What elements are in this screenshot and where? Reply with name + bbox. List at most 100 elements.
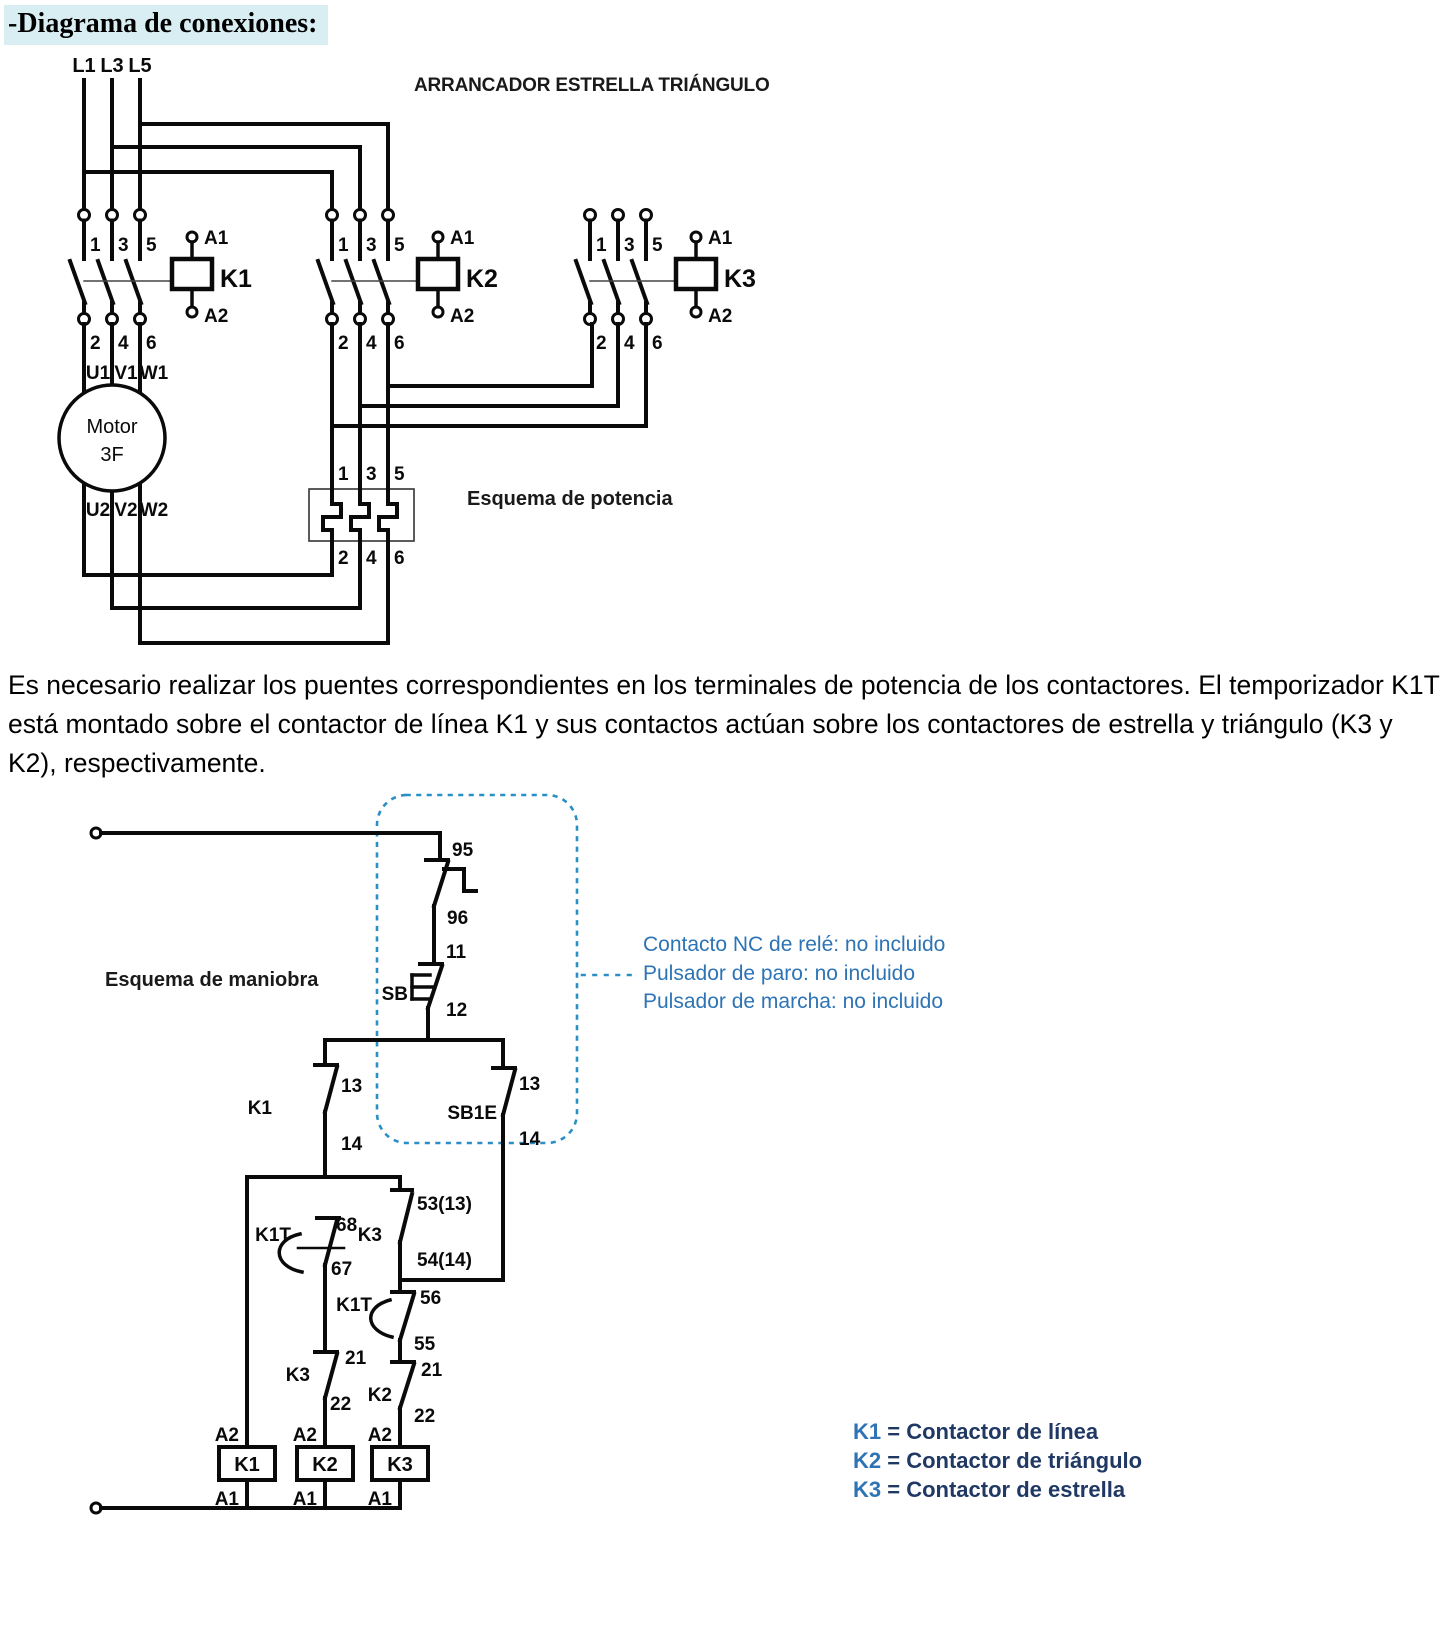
k2-nc-label: K2 — [368, 1385, 392, 1406]
k3-no-contact — [390, 1188, 505, 1282]
k3-terminal-label: 4 — [624, 333, 635, 354]
power-diagram: L1 L3 L5 1 3 5 2 4 6 A1 — [57, 55, 756, 645]
k2-terminal-label: 2 — [338, 333, 349, 354]
heater-element-icon — [321, 488, 343, 537]
legend-key: K1 — [853, 1419, 882, 1444]
coil-k1: A2 K1 A1 — [215, 1425, 277, 1510]
motor-terminal-label: V2 — [114, 500, 137, 521]
heater-element-icon — [377, 488, 399, 537]
control-diagram-caption: Esquema de maniobra — [105, 969, 319, 991]
k2-a1-label: A1 — [450, 228, 475, 249]
motor-terminal-label: U2 — [86, 500, 110, 521]
motor-terminal-label: V1 — [114, 363, 138, 384]
k1-terminal-label: 2 — [90, 333, 101, 354]
not-included-dashed-box — [375, 793, 579, 1145]
supply-label-l3: L3 — [100, 55, 123, 77]
k2-nc-terminal-label: 22 — [414, 1406, 435, 1427]
k3-no-label: K3 — [358, 1225, 382, 1246]
k3-no-terminal-label: 53(13) — [417, 1194, 472, 1215]
coil-k2-a2-label: A2 — [293, 1425, 317, 1446]
contactor-pole — [68, 207, 92, 327]
k3-terminal-label: 2 — [596, 333, 607, 354]
k2-terminal-label: 5 — [394, 235, 405, 256]
contactor-pole — [574, 207, 598, 327]
k1t-no-label: K1T — [336, 1295, 372, 1316]
k2-name-label: K2 — [466, 265, 498, 293]
contactor-pole — [124, 207, 148, 327]
k1-terminal-label: 3 — [118, 235, 129, 256]
power-diagram-heading: ARRANCADOR ESTRELLA TRIÁNGULO — [414, 75, 770, 96]
k2-nc-contact — [390, 1360, 417, 1449]
k1-no-label: K1 — [248, 1098, 273, 1119]
k3-a1-label: A1 — [708, 228, 733, 249]
contactor-k1: 1 3 5 2 4 6 A1 K1 A2 — [68, 207, 252, 354]
overload-terminal-label: 4 — [366, 548, 377, 569]
contactor-legend: K1 = Contactor de línea K2 = Contactor d… — [853, 1417, 1142, 1504]
k3-a2-label: A2 — [708, 306, 732, 327]
motor-terminal-label: W2 — [140, 500, 169, 521]
stop-button-terminal-label: 11 — [446, 942, 467, 963]
k1-terminal-label: 1 — [90, 235, 101, 256]
coil-k2: A2 K2 A1 — [293, 1425, 355, 1510]
k2-terminal-label: 3 — [366, 235, 377, 256]
start-button-contact — [491, 1066, 518, 1282]
overload-terminal-label: 2 — [338, 548, 349, 569]
contactor-pole — [602, 207, 626, 327]
contactor-pole — [372, 207, 396, 327]
annotation-line: Contacto NC de relé: no incluido — [643, 933, 946, 956]
k2-nc-terminal-label: 21 — [421, 1360, 443, 1381]
coil-k3-a2-label: A2 — [368, 1425, 392, 1446]
k2-terminal-label: 1 — [338, 235, 349, 256]
annotation-line: Pulsador de marcha: no incluido — [643, 990, 944, 1013]
k2-terminal-label: 4 — [366, 333, 377, 354]
k3-nc-label: K3 — [286, 1365, 310, 1386]
stop-button-terminal-label: 12 — [446, 1000, 467, 1021]
motor: Motor 3F — [57, 383, 167, 493]
k1-no-terminal-label: 13 — [341, 1076, 362, 1097]
legend-text: = Contactor de triángulo — [887, 1448, 1143, 1473]
k1t-no-terminal-label: 56 — [420, 1288, 441, 1309]
start-button-terminal-label: 14 — [519, 1129, 541, 1150]
overload-terminal-label: 1 — [338, 464, 349, 485]
k1-name-label: K1 — [220, 265, 252, 293]
k3-terminal-label: 3 — [624, 235, 635, 256]
annotation-line: Pulsador de paro: no incluido — [643, 961, 916, 985]
k1-no-contact — [313, 1063, 340, 1179]
k3-terminal-label: 1 — [596, 235, 607, 256]
k1-terminal-label: 5 — [146, 235, 157, 256]
legend-key: K2 — [853, 1448, 882, 1473]
contactor-pole — [96, 207, 120, 327]
relay-nc-contact — [424, 858, 478, 964]
k1-a2-label: A2 — [204, 306, 228, 327]
stop-button-label: SB — [382, 984, 408, 1005]
relay-nc-terminal-label: 95 — [452, 840, 474, 861]
k3-nc-contact — [313, 1350, 340, 1449]
supply-label-l1: L1 — [72, 55, 95, 77]
k3-nc-terminal-label: 22 — [330, 1394, 351, 1415]
heater-element-icon — [349, 488, 371, 537]
note-paragraph: Es necesario realizar los puentes corres… — [8, 670, 1440, 778]
k1-a1-label: A1 — [204, 228, 229, 249]
control-diagram: 95 96 11 SB 12 13 — [89, 793, 640, 1515]
contactor-k2: 1 3 5 2 4 6 A1 K2 A2 — [316, 207, 498, 354]
contactor-pole — [344, 207, 368, 327]
node-rail — [245, 1175, 402, 1449]
contactor-pole — [630, 207, 654, 327]
legend-text: = Contactor de estrella — [887, 1477, 1126, 1502]
legend-text: = Contactor de línea — [887, 1419, 1099, 1444]
legend-item: K2 = Contactor de triángulo — [853, 1446, 1142, 1475]
motor-terminal-label: W1 — [140, 363, 169, 384]
branch-tee — [323, 1038, 505, 1070]
k2-feed-wires — [82, 122, 390, 212]
k3-nc-terminal-label: 21 — [345, 1348, 367, 1369]
coil-k1-a2-label: A2 — [215, 1425, 239, 1446]
k3-name-label: K3 — [724, 265, 756, 293]
coil-k2-name: K2 — [312, 1454, 338, 1476]
k3-to-k2-jumpers — [330, 322, 648, 428]
control-top-rail — [99, 831, 442, 862]
contactor-pole — [316, 207, 340, 327]
k1-no-terminal-label: 14 — [341, 1134, 363, 1155]
motor-label: Motor — [86, 416, 137, 438]
overload-terminal-label: 3 — [366, 464, 377, 485]
k1t-nc-terminal-label: 67 — [331, 1259, 352, 1280]
